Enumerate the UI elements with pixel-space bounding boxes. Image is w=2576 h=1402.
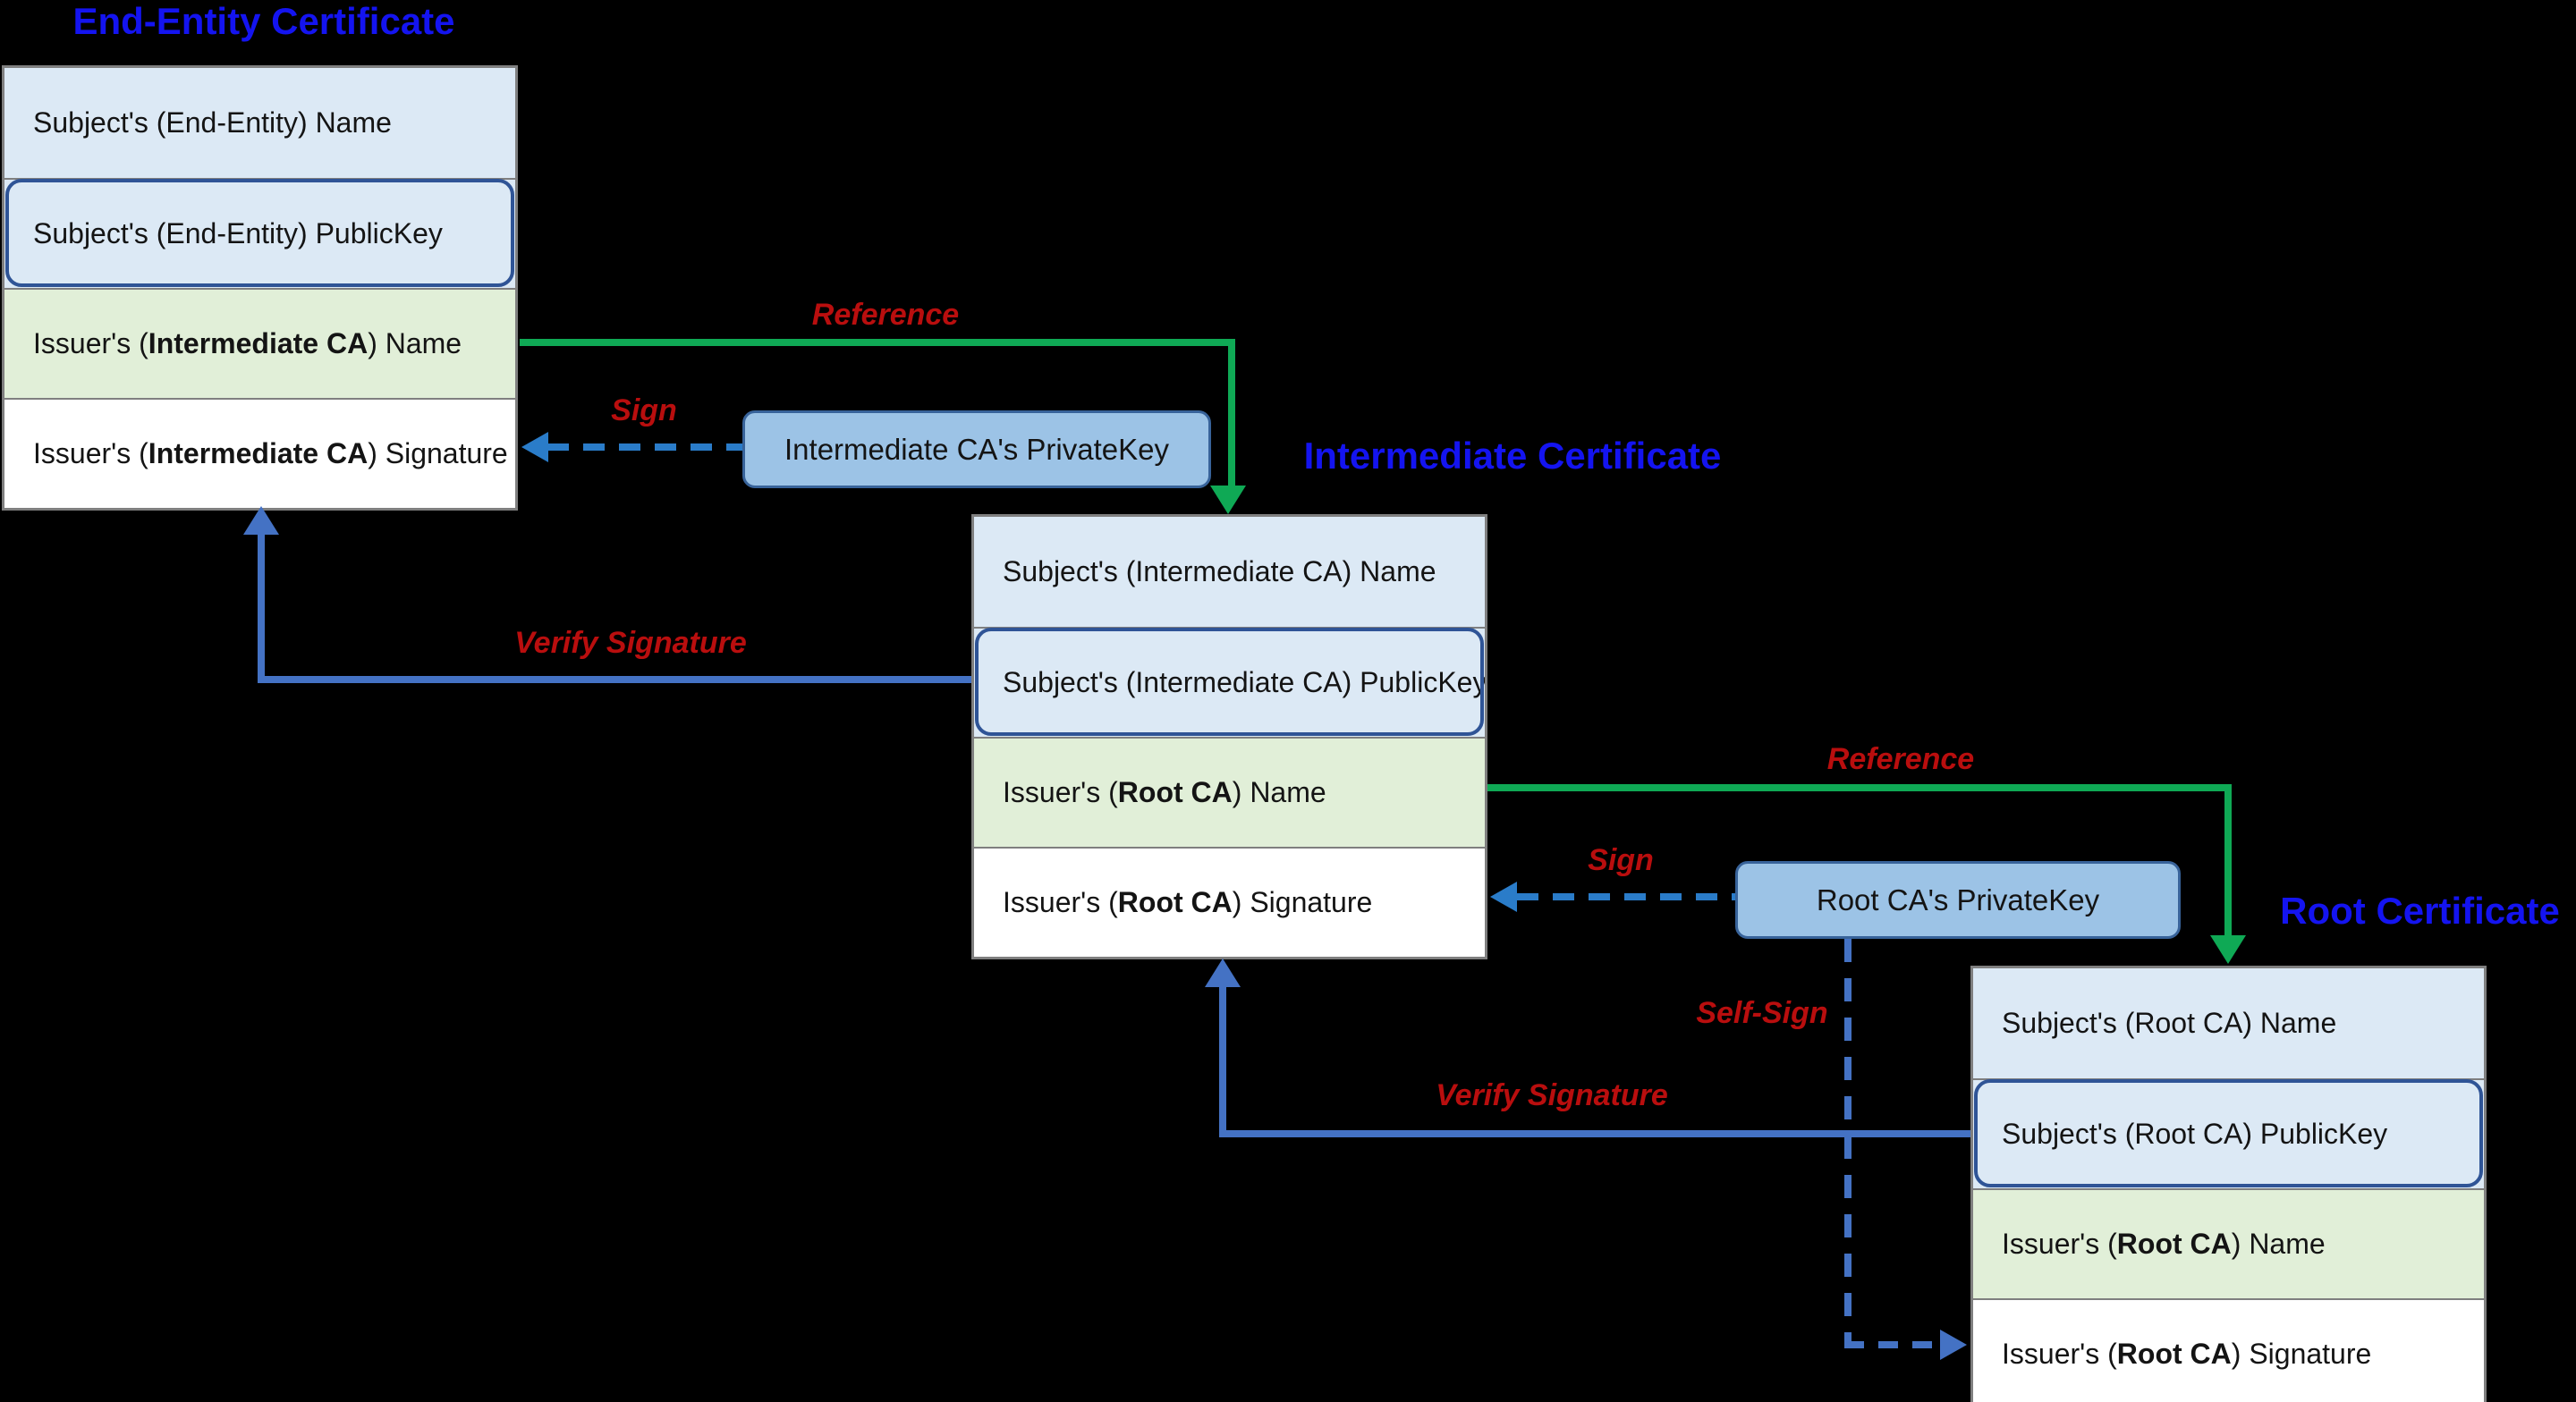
row-label: Subject's (Root CA) Name <box>2002 1007 2337 1039</box>
key-label: Intermediate CA's PrivateKey <box>784 432 1169 466</box>
self-sign-arrowhead-icon <box>1940 1330 1967 1360</box>
sign-1-label: Sign <box>611 393 677 427</box>
root-issuer-signature-row: Issuer's (Root CA) Signature <box>1973 1298 2484 1402</box>
intermediate-certificate-title: Intermediate Certificate <box>1303 435 1722 477</box>
verify-2-arrowhead-icon <box>1205 959 1241 987</box>
self-sign-line-vertical <box>1844 939 1852 1345</box>
root-ca-privatekey-box: Root CA's PrivateKey <box>1735 861 2181 939</box>
end-entity-issuer-signature-row: Issuer's (Intermediate CA) Signature <box>4 398 515 508</box>
root-certificate-title: Root Certificate <box>2280 890 2560 932</box>
root-certificate-box: Subject's (Root CA) Name Subject's (Root… <box>1970 966 2487 1402</box>
reference-2-line-vertical <box>2224 784 2232 937</box>
row-label: Issuer's (Intermediate CA) Name <box>33 327 462 359</box>
row-label: Subject's (End-Entity) Name <box>33 106 392 139</box>
sign-2-arrowhead-icon <box>1490 882 1517 912</box>
reference-1-label: Reference <box>811 298 960 332</box>
reference-1-arrowhead-icon <box>1210 486 1246 514</box>
reference-2-arrowhead-icon <box>2210 935 2246 964</box>
row-label: Subject's (End-Entity) PublicKey <box>33 217 443 249</box>
row-label: Subject's (Intermediate CA) PublicKey <box>1003 666 1485 698</box>
row-label: Issuer's (Root CA) Signature <box>2002 1338 2372 1370</box>
reference-2-line-horizontal <box>1487 784 2232 791</box>
verify-2-line-horizontal <box>1223 1130 1970 1137</box>
self-sign-label: Self-Sign <box>1696 996 1828 1030</box>
sign-2-line <box>1517 893 1735 900</box>
row-label: Issuer's (Intermediate CA) Signature <box>33 437 508 469</box>
root-subject-name-row: Subject's (Root CA) Name <box>1973 968 2484 1078</box>
root-subject-publickey-row: Subject's (Root CA) PublicKey <box>1973 1078 2484 1188</box>
root-issuer-name-row: Issuer's (Root CA) Name <box>1973 1188 2484 1298</box>
sign-2-label: Sign <box>1588 843 1654 877</box>
reference-1-line-vertical <box>1228 339 1235 487</box>
row-label: Subject's (Root CA) PublicKey <box>2002 1118 2388 1150</box>
sign-1-arrowhead-icon <box>521 432 548 462</box>
sign-1-line <box>547 443 742 451</box>
end-entity-subject-name-row: Subject's (End-Entity) Name <box>4 68 515 178</box>
verify-1-line-horizontal <box>261 676 971 683</box>
end-entity-certificate-title: End-Entity Certificate <box>72 0 455 42</box>
verify-1-arrowhead-icon <box>243 506 279 535</box>
verify-1-line-vertical <box>258 533 265 683</box>
row-label: Subject's (Intermediate CA) Name <box>1003 555 1436 587</box>
intermediate-issuer-name-row: Issuer's (Root CA) Name <box>974 737 1485 847</box>
end-entity-certificate-box: Subject's (End-Entity) Name Subject's (E… <box>2 65 518 511</box>
verify-1-label: Verify Signature <box>514 626 747 660</box>
intermediate-subject-name-row: Subject's (Intermediate CA) Name <box>974 517 1485 627</box>
reference-2-label: Reference <box>1826 742 1975 776</box>
reference-1-line-horizontal <box>520 339 1235 346</box>
verify-2-line-vertical <box>1219 985 1226 1137</box>
row-label: Issuer's (Root CA) Name <box>1003 776 1326 808</box>
intermediate-certificate-box: Subject's (Intermediate CA) Name Subject… <box>971 514 1487 959</box>
end-entity-subject-publickey-row: Subject's (End-Entity) PublicKey <box>4 178 515 288</box>
row-label: Issuer's (Root CA) Signature <box>1003 886 1373 918</box>
row-label: Issuer's (Root CA) Name <box>2002 1228 2326 1260</box>
self-sign-line-horizontal <box>1844 1341 1940 1348</box>
intermediate-issuer-signature-row: Issuer's (Root CA) Signature <box>974 847 1485 957</box>
intermediate-ca-privatekey-box: Intermediate CA's PrivateKey <box>742 410 1211 488</box>
intermediate-subject-publickey-row: Subject's (Intermediate CA) PublicKey <box>974 627 1485 737</box>
key-label: Root CA's PrivateKey <box>1816 883 2100 916</box>
end-entity-issuer-name-row: Issuer's (Intermediate CA) Name <box>4 288 515 398</box>
verify-2-label: Verify Signature <box>1436 1078 1668 1112</box>
